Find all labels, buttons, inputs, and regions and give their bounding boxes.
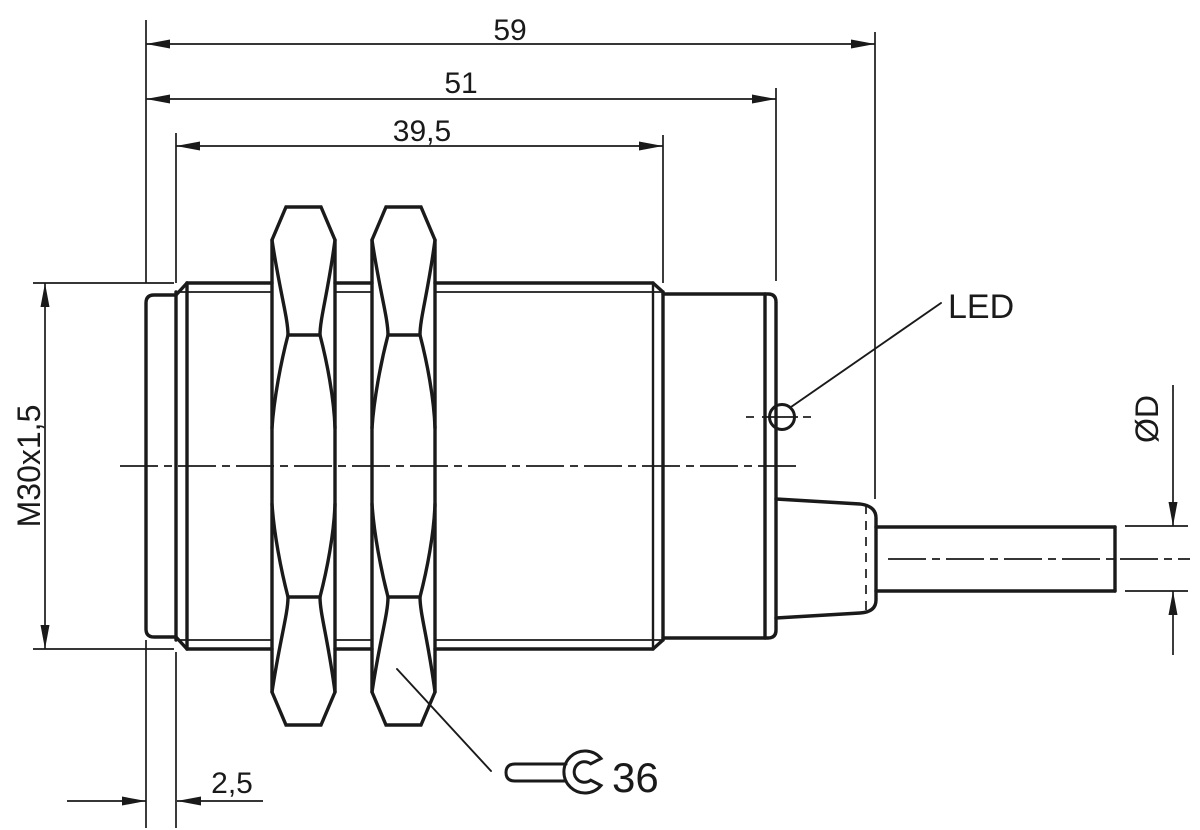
arrowhead-top: [1168, 502, 1178, 526]
led-indicator: [746, 403, 811, 431]
wrench-size-value: 36: [612, 754, 659, 801]
arrowhead-left: [122, 796, 146, 806]
cable-gland: [774, 497, 878, 620]
led-dome: [768, 403, 796, 431]
arrowhead-left: [146, 39, 170, 49]
arrowhead-right: [639, 141, 663, 151]
arrowhead-right: [177, 796, 201, 806]
arrowhead-bottom: [1168, 591, 1178, 615]
dim-value-housing-length: 51: [444, 67, 477, 100]
arrowhead-top: [40, 283, 50, 307]
dimension-thread-spec: M30x1,5: [11, 282, 174, 650]
dim-value-overall-length: 59: [493, 14, 526, 47]
cable: [874, 525, 1117, 593]
sensor-body: [144, 281, 778, 651]
thread-barrel: [176, 281, 665, 651]
dimension-thread-length: 39,5: [175, 115, 664, 283]
dimension-cable-diameter: ØD: [1125, 385, 1188, 655]
arrowhead-left: [176, 141, 200, 151]
arrowhead-right: [752, 94, 776, 104]
dim-value-thread-spec: M30x1,5: [11, 405, 47, 528]
leader-wrench: [396, 668, 492, 772]
front-cap: [144, 281, 189, 651]
wrench-size-callout: 36: [396, 668, 659, 801]
led-label: LED: [948, 288, 1014, 326]
dim-value-face-protrusion: 2,5: [211, 767, 253, 800]
dimension-overall-length: 59: [145, 14, 876, 499]
wrench-icon: [504, 749, 604, 795]
dimension-face-protrusion: 2,5: [67, 640, 263, 828]
dim-value-thread-length: 39,5: [393, 115, 451, 148]
leader-led: [790, 302, 942, 408]
led-callout: LED: [790, 288, 1014, 408]
rear-housing: [661, 292, 778, 640]
arrowhead-right: [851, 39, 875, 49]
dimension-housing-length: 51: [146, 67, 777, 281]
arrowhead-bottom: [40, 625, 50, 649]
arrowhead-left: [146, 94, 170, 104]
dim-value-cable-diameter: ØD: [1129, 395, 1165, 443]
